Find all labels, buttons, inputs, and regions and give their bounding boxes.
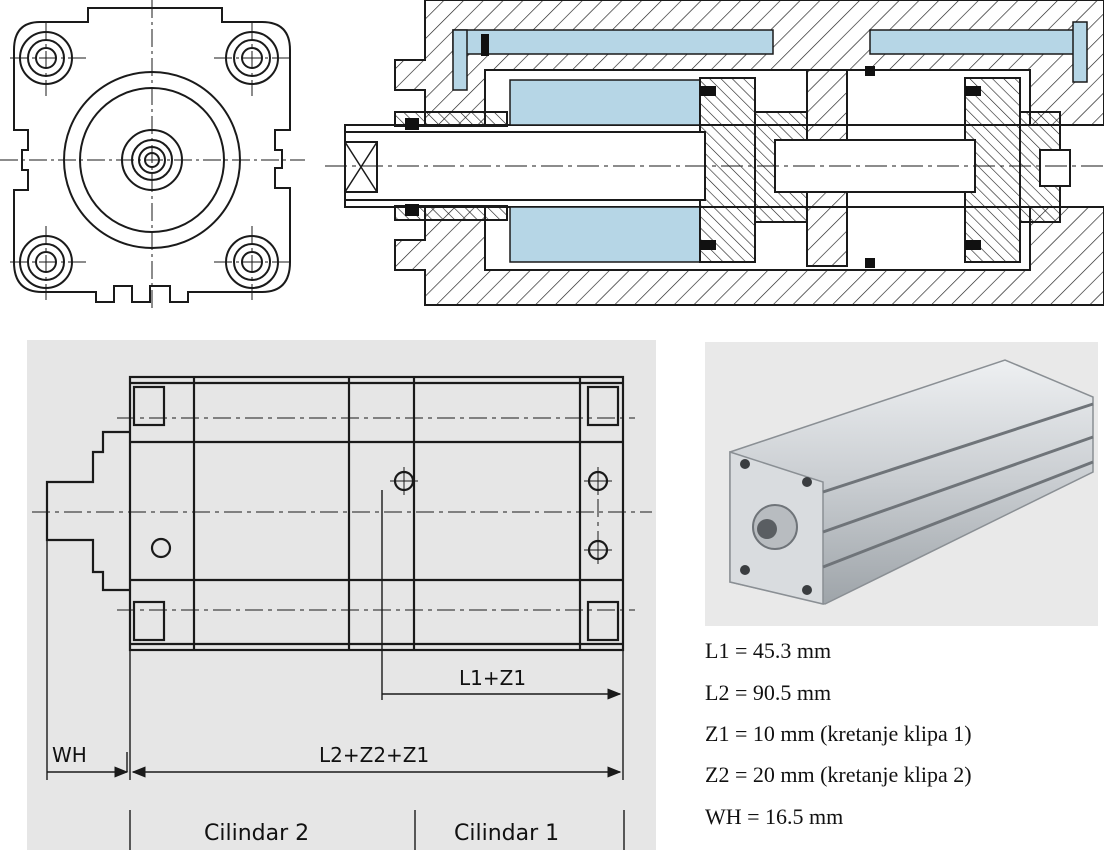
spec-l1: L1 = 45.3 mm (705, 638, 832, 663)
dim-label-l1-z1: L1+Z1 (459, 666, 526, 690)
spec-wh: WH = 16.5 mm (705, 804, 844, 829)
label-cilindar-1: Cilindar 1 (454, 821, 559, 846)
side-view-drawing: L1+Z1 L2+Z2+Z1 WH Cilindar 2 Cilindar 1 (27, 340, 656, 850)
spec-z1: Z1 = 10 mm (kretanje klipa 1) (705, 721, 972, 746)
cross-section-drawing (325, 0, 1104, 312)
cylinder-body-outline (128, 375, 625, 652)
spec-list: L1 = 45.3 mm L2 = 90.5 mm Z1 = 10 mm (kr… (705, 630, 1104, 850)
end-view-drawing (0, 0, 305, 312)
label-cilindar-2: Cilindar 2 (204, 821, 309, 846)
dim-label-wh: WH (52, 743, 87, 767)
spec-l2: L2 = 90.5 mm (705, 680, 832, 705)
dim-label-l2-z2-z1: L2+Z2+Z1 (319, 743, 429, 767)
spec-z2: Z2 = 20 mm (kretanje klipa 2) (705, 762, 972, 787)
port-hole (150, 537, 172, 559)
cylinder-product-photo (705, 342, 1098, 626)
